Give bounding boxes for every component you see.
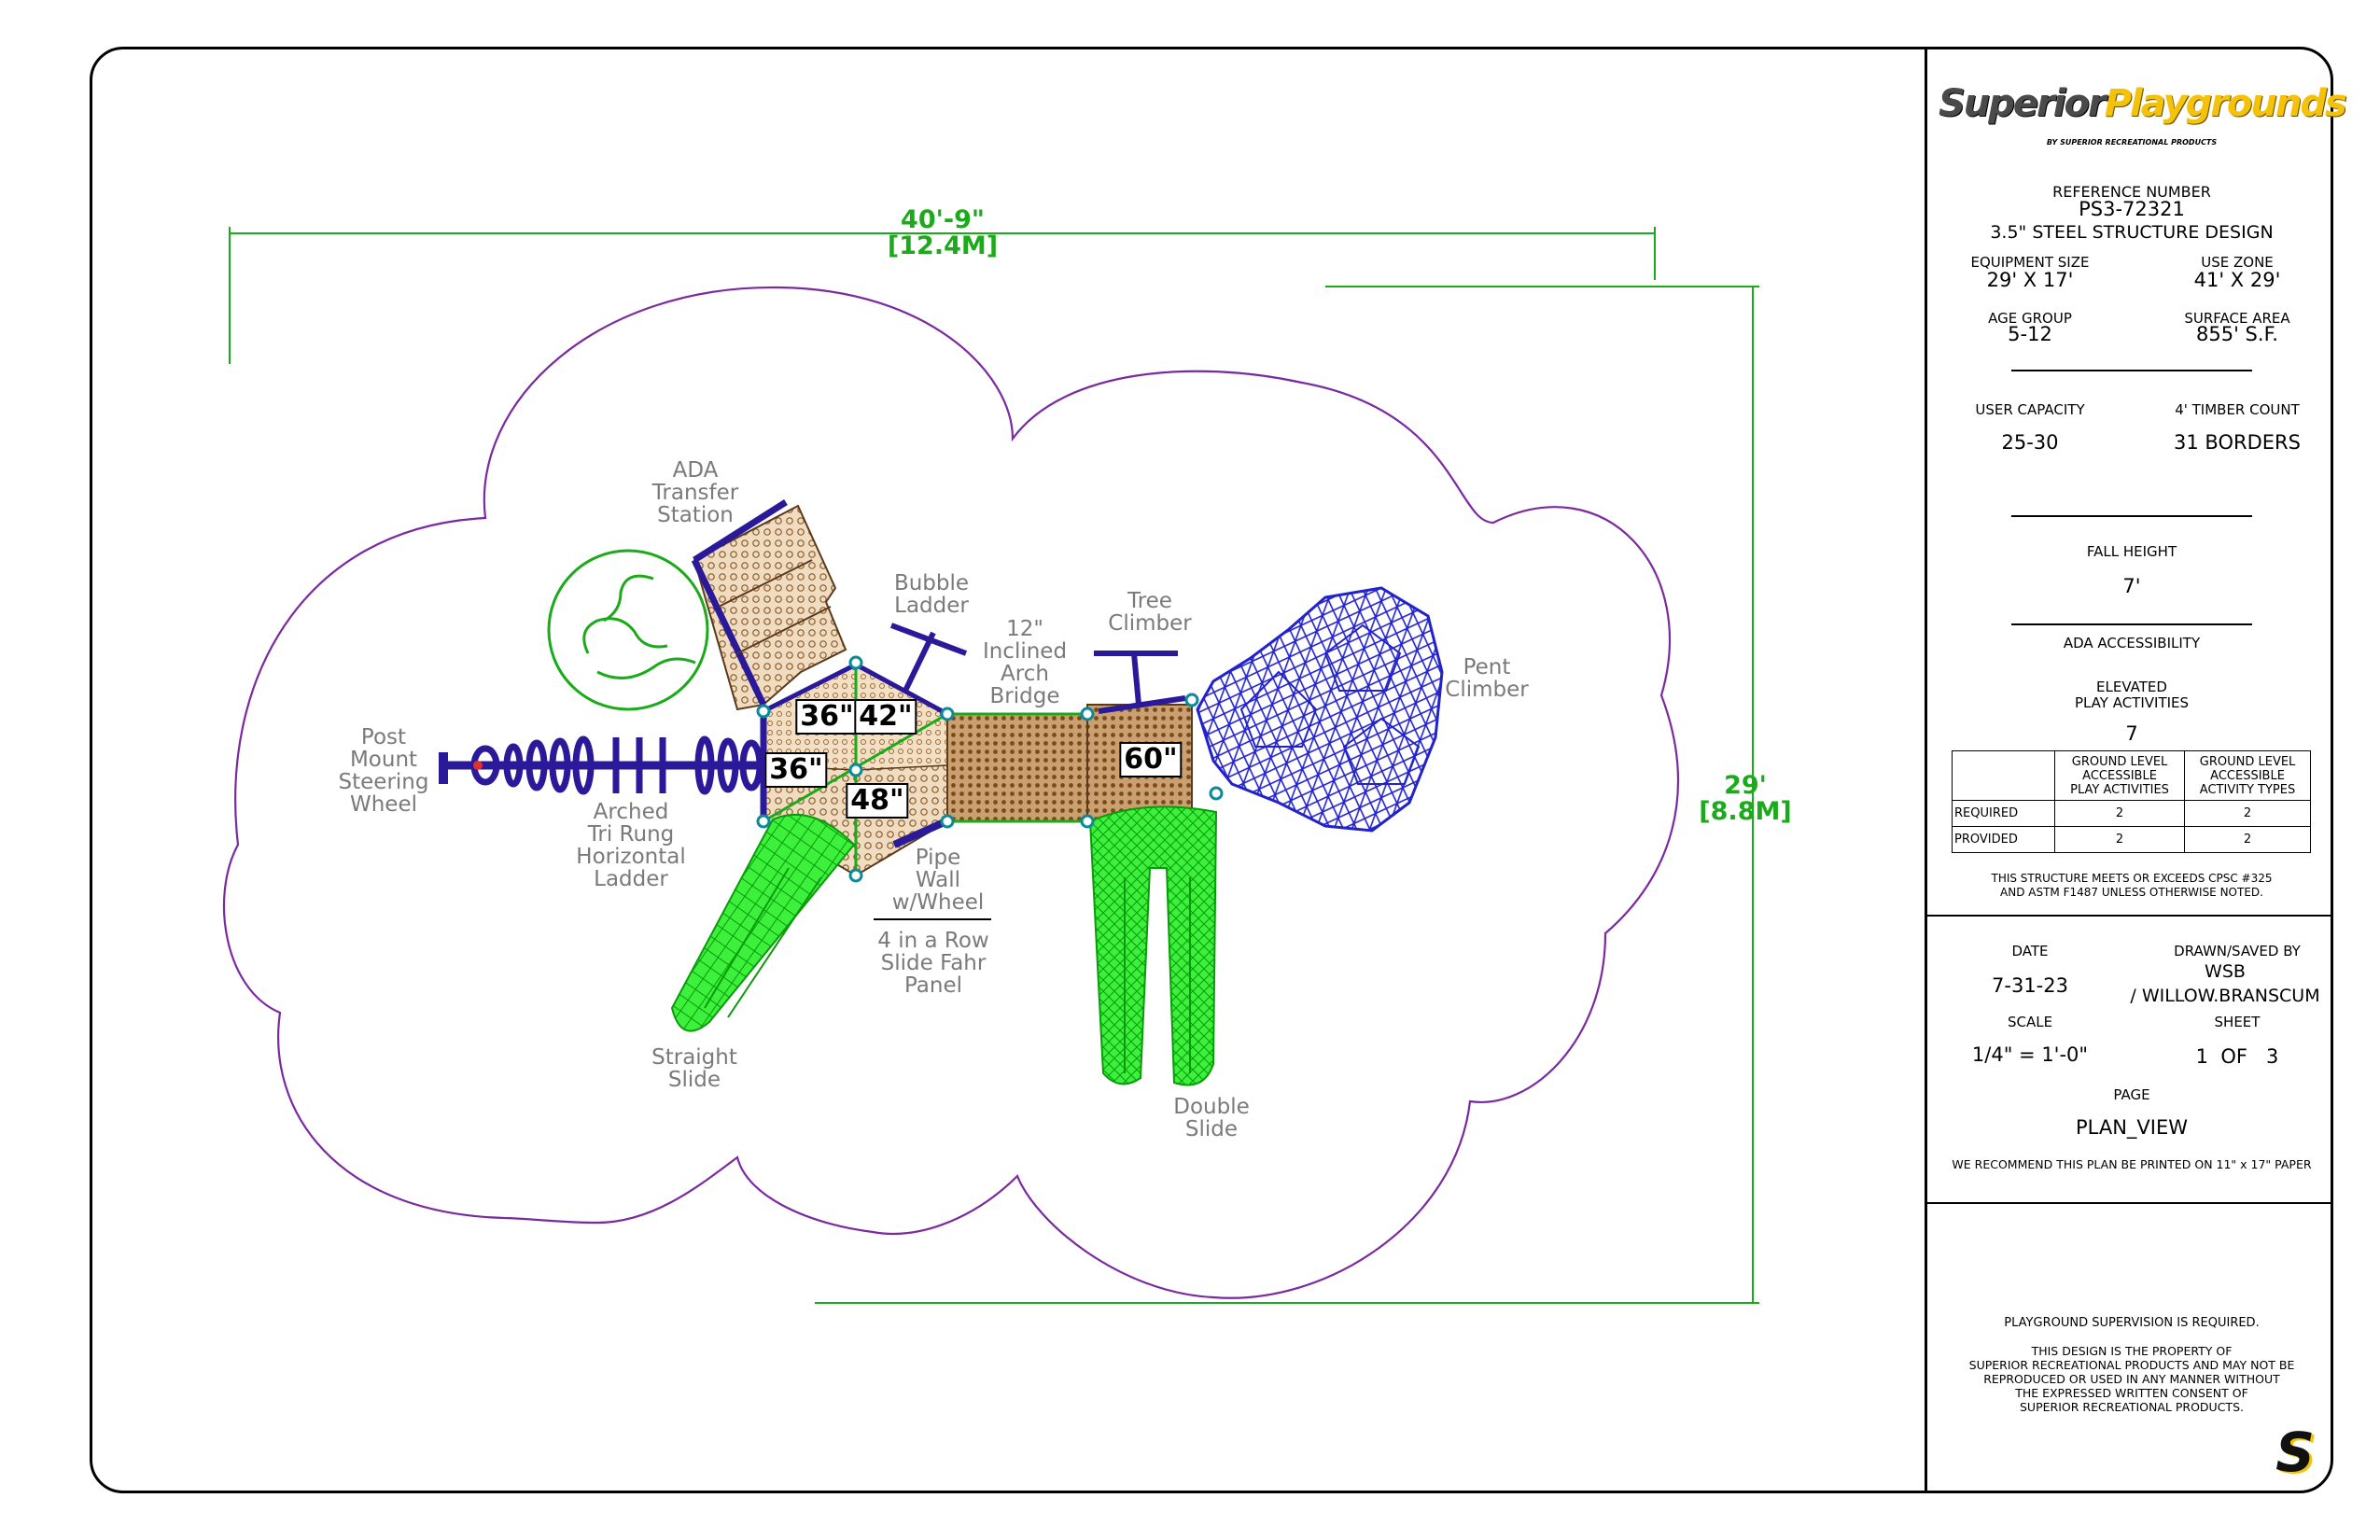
ada-accessibility-label: ADA ACCESSIBILITY (2063, 635, 2201, 651)
table-row-label: REQUIRED (1952, 800, 2055, 827)
table-cell: 2 (2184, 800, 2311, 827)
property-note: THIS DESIGN IS THE PROPERTY OF SUPERIOR … (1968, 1344, 2295, 1414)
divider (2011, 623, 2252, 625)
bubble-ladder (889, 623, 968, 693)
sheet-label: SHEET (2214, 1014, 2261, 1030)
timber-count-value: 31 BORDERS (2174, 431, 2301, 454)
scale-label: SCALE (2007, 1014, 2053, 1030)
date-label: DATE (2011, 943, 2049, 959)
compliance-note: THIS STRUCTURE MEETS OR EXCEEDS CPSC #32… (1991, 872, 2273, 899)
user-capacity-value: 25-30 (2001, 431, 2059, 454)
surface-area-value: 855' S.F. (2196, 323, 2278, 345)
width-dimension-line (229, 227, 1656, 364)
drawn-by-value: WSB / WILLOW.BRANSCUM (2130, 961, 2320, 1006)
pipe-wall (892, 818, 948, 848)
use-zone-label: USE ZONE (2201, 254, 2274, 271)
age-group-value: 5-12 (2008, 323, 2052, 345)
print-note: WE RECOMMEND THIS PLAN BE PRINTED ON 11"… (1952, 1157, 2312, 1171)
structure-design: 3.5" STEEL STRUCTURE DESIGN (1990, 222, 2274, 243)
tri-rung-ladder (439, 735, 770, 795)
inclined-arch-bridge (946, 712, 1088, 823)
equipment-size-label: EQUIPMENT SIZE (1970, 254, 2090, 271)
ref-number-value: PS3-72321 (2079, 198, 2185, 220)
divider (2011, 515, 2252, 517)
equipment-size-value: 29' X 17' (1986, 269, 2074, 291)
double-slide (1088, 805, 1218, 1086)
elevated-activities-value: 7 (2125, 722, 2138, 745)
age-group-label: AGE GROUP (1988, 310, 2072, 327)
fall-height-value: 7' (2122, 575, 2141, 597)
depth-dimension-line (815, 286, 1759, 1304)
title-block: SuperiorPlaygrounds BY SUPERIOR RECREATI… (1925, 47, 2347, 1493)
sheet-value: 1 OF 3 (2195, 1045, 2279, 1068)
structure-posts (756, 655, 1224, 883)
timber-count-label: 4' TIMBER COUNT (2175, 401, 2300, 418)
ada-transfer-station (691, 499, 847, 711)
table-header-activity-types: GROUND LEVEL ACCESSIBLE ACTIVITY TYPES (2184, 750, 2311, 801)
tree-climber (1094, 651, 1178, 706)
pent-climber (1196, 586, 1444, 833)
supervision-note: PLAYGROUND SUPERVISION IS REQUIRED. (2004, 1316, 2260, 1330)
table-row-label: PROVIDED (1952, 826, 2055, 853)
scale-value: 1/4" = 1'-0" (1971, 1043, 2089, 1066)
elevated-activities-label: ELEVATED PLAY ACTIVITIES (2074, 679, 2190, 711)
deck-60 (1086, 695, 1193, 822)
table-cell: 2 (2053, 826, 2186, 853)
straight-slide (670, 813, 856, 1032)
brand-logo: SuperiorPlaygrounds (1939, 82, 2347, 125)
ground-level-accessibility-table: GROUND LEVEL ACCESSIBLE PLAY ACTIVITIES … (1952, 750, 2311, 853)
table-cell: 2 (2053, 800, 2186, 827)
surface-area-label: SURFACE AREA (2184, 310, 2290, 327)
superior-corner-logo: S (2273, 1424, 2317, 1480)
divider (1927, 1202, 2333, 1204)
user-capacity-label: USER CAPACITY (1975, 401, 2085, 418)
logo-word-playgrounds: Playgrounds (2104, 82, 2347, 125)
drawn-by-label: DRAWN/SAVED BY (2174, 943, 2301, 959)
page-label: PAGE (2113, 1086, 2150, 1103)
divider (1927, 915, 2333, 917)
date-value: 7-31-23 (1992, 974, 2068, 997)
use-zone-outline (222, 286, 1679, 1299)
use-zone-value: 41' X 29' (2193, 269, 2281, 291)
brand-tagline: BY SUPERIOR RECREATIONAL PRODUCTS (2046, 138, 2218, 147)
fall-height-label: FALL HEIGHT (2086, 543, 2177, 560)
ref-number-label: REFERENCE NUMBER (2052, 183, 2211, 201)
ada-symbol-icon (547, 549, 709, 711)
page-value: PLAN_VIEW (2075, 1116, 2188, 1139)
logo-word-superior: Superior (1939, 82, 2107, 125)
corner-logo-letter: S (2275, 1421, 2315, 1484)
table-cell: 2 (2184, 826, 2311, 853)
table-header-play-activities: GROUND LEVEL ACCESSIBLE PLAY ACTIVITIES (2053, 750, 2186, 801)
divider (2011, 370, 2252, 371)
